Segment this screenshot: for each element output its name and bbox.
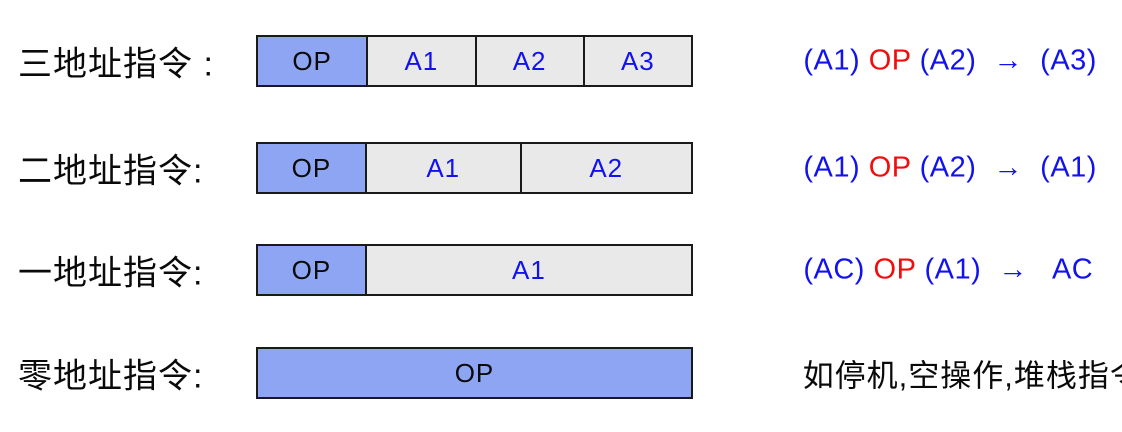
note-text: 如停机,空操作,堆栈指令 [802, 358, 1122, 394]
semantics-formula: (AC) OP (A1) → AC [752, 221, 1093, 320]
formula-segment: (A1) [803, 44, 869, 77]
address-field-a3: A3 [582, 37, 691, 85]
formula-op-segment: OP [868, 44, 912, 77]
examples-note: 如停机,空操作,堆栈指令 [745, 315, 1122, 432]
instruction-word-box: OP A1 A2 [256, 142, 693, 194]
formula-segment: (A3) [1023, 44, 1097, 77]
op-field-text: OP [292, 45, 332, 76]
formula-op-segment: OP [868, 151, 912, 184]
instruction-row-two-address: 二地址指令: OP A1 A2 (A1) OP (A2) → (A1) [0, 142, 1122, 194]
formula-segment: (A2) [911, 151, 994, 184]
address-field-a1: A1 [366, 37, 475, 85]
address-field-a2: A2 [519, 144, 691, 192]
arrow-segment: → [993, 44, 1024, 77]
op-field: OP [258, 144, 365, 192]
semantics-formula: (A1) OP (A2) → (A1) [752, 119, 1097, 218]
instruction-row-zero-address: 零地址指令: OP 如停机,空操作,堆栈指令 [0, 347, 1122, 399]
arrow-segment: → [993, 151, 1024, 184]
instruction-word-box: OP [256, 347, 693, 399]
formula-segment: (AC) [803, 253, 874, 286]
formula-segment: AC [1027, 253, 1094, 286]
address-field-text: A1 [404, 45, 439, 76]
formula-segment: (A1) [1023, 151, 1097, 184]
address-field-a2: A2 [474, 37, 583, 85]
semantics-formula: (A1) OP (A2) → (A3) [752, 12, 1097, 111]
address-field-text: A2 [589, 152, 624, 183]
address-field-text: A3 [620, 45, 655, 76]
address-field-text: A1 [426, 152, 461, 183]
op-field-text: OP [291, 254, 332, 285]
formula-segment: (A1) [915, 253, 999, 286]
formula-segment: (A2) [911, 44, 994, 77]
row-label-three-address: 三地址指令 : [18, 45, 214, 84]
address-field-text: A1 [512, 254, 546, 285]
op-field: OP [258, 37, 367, 85]
op-field: OP [258, 246, 365, 294]
address-field-a1: A1 [364, 144, 520, 192]
row-label-two-address: 二地址指令: [18, 152, 204, 191]
op-field-text: OP [454, 357, 495, 388]
address-field-text: A2 [512, 45, 547, 76]
instruction-word-box: OP A1 [256, 244, 693, 296]
op-field-text: OP [291, 152, 332, 183]
arrow-segment: → [998, 253, 1028, 286]
formula-segment: (A1) [803, 151, 869, 184]
instruction-row-three-address: 三地址指令 : OP A1 A2 A3 (A1) OP (A2) → (A3) [0, 35, 1122, 87]
address-field-a1: A1 [364, 246, 691, 294]
instruction-word-box: OP A1 A2 A3 [256, 35, 693, 87]
op-field: OP [258, 349, 691, 397]
row-label-one-address: 一地址指令: [18, 254, 204, 293]
instruction-row-one-address: 一地址指令: OP A1 (AC) OP (A1) → AC [0, 244, 1122, 296]
row-label-zero-address: 零地址指令: [18, 357, 204, 396]
formula-op-segment: OP [873, 253, 916, 286]
